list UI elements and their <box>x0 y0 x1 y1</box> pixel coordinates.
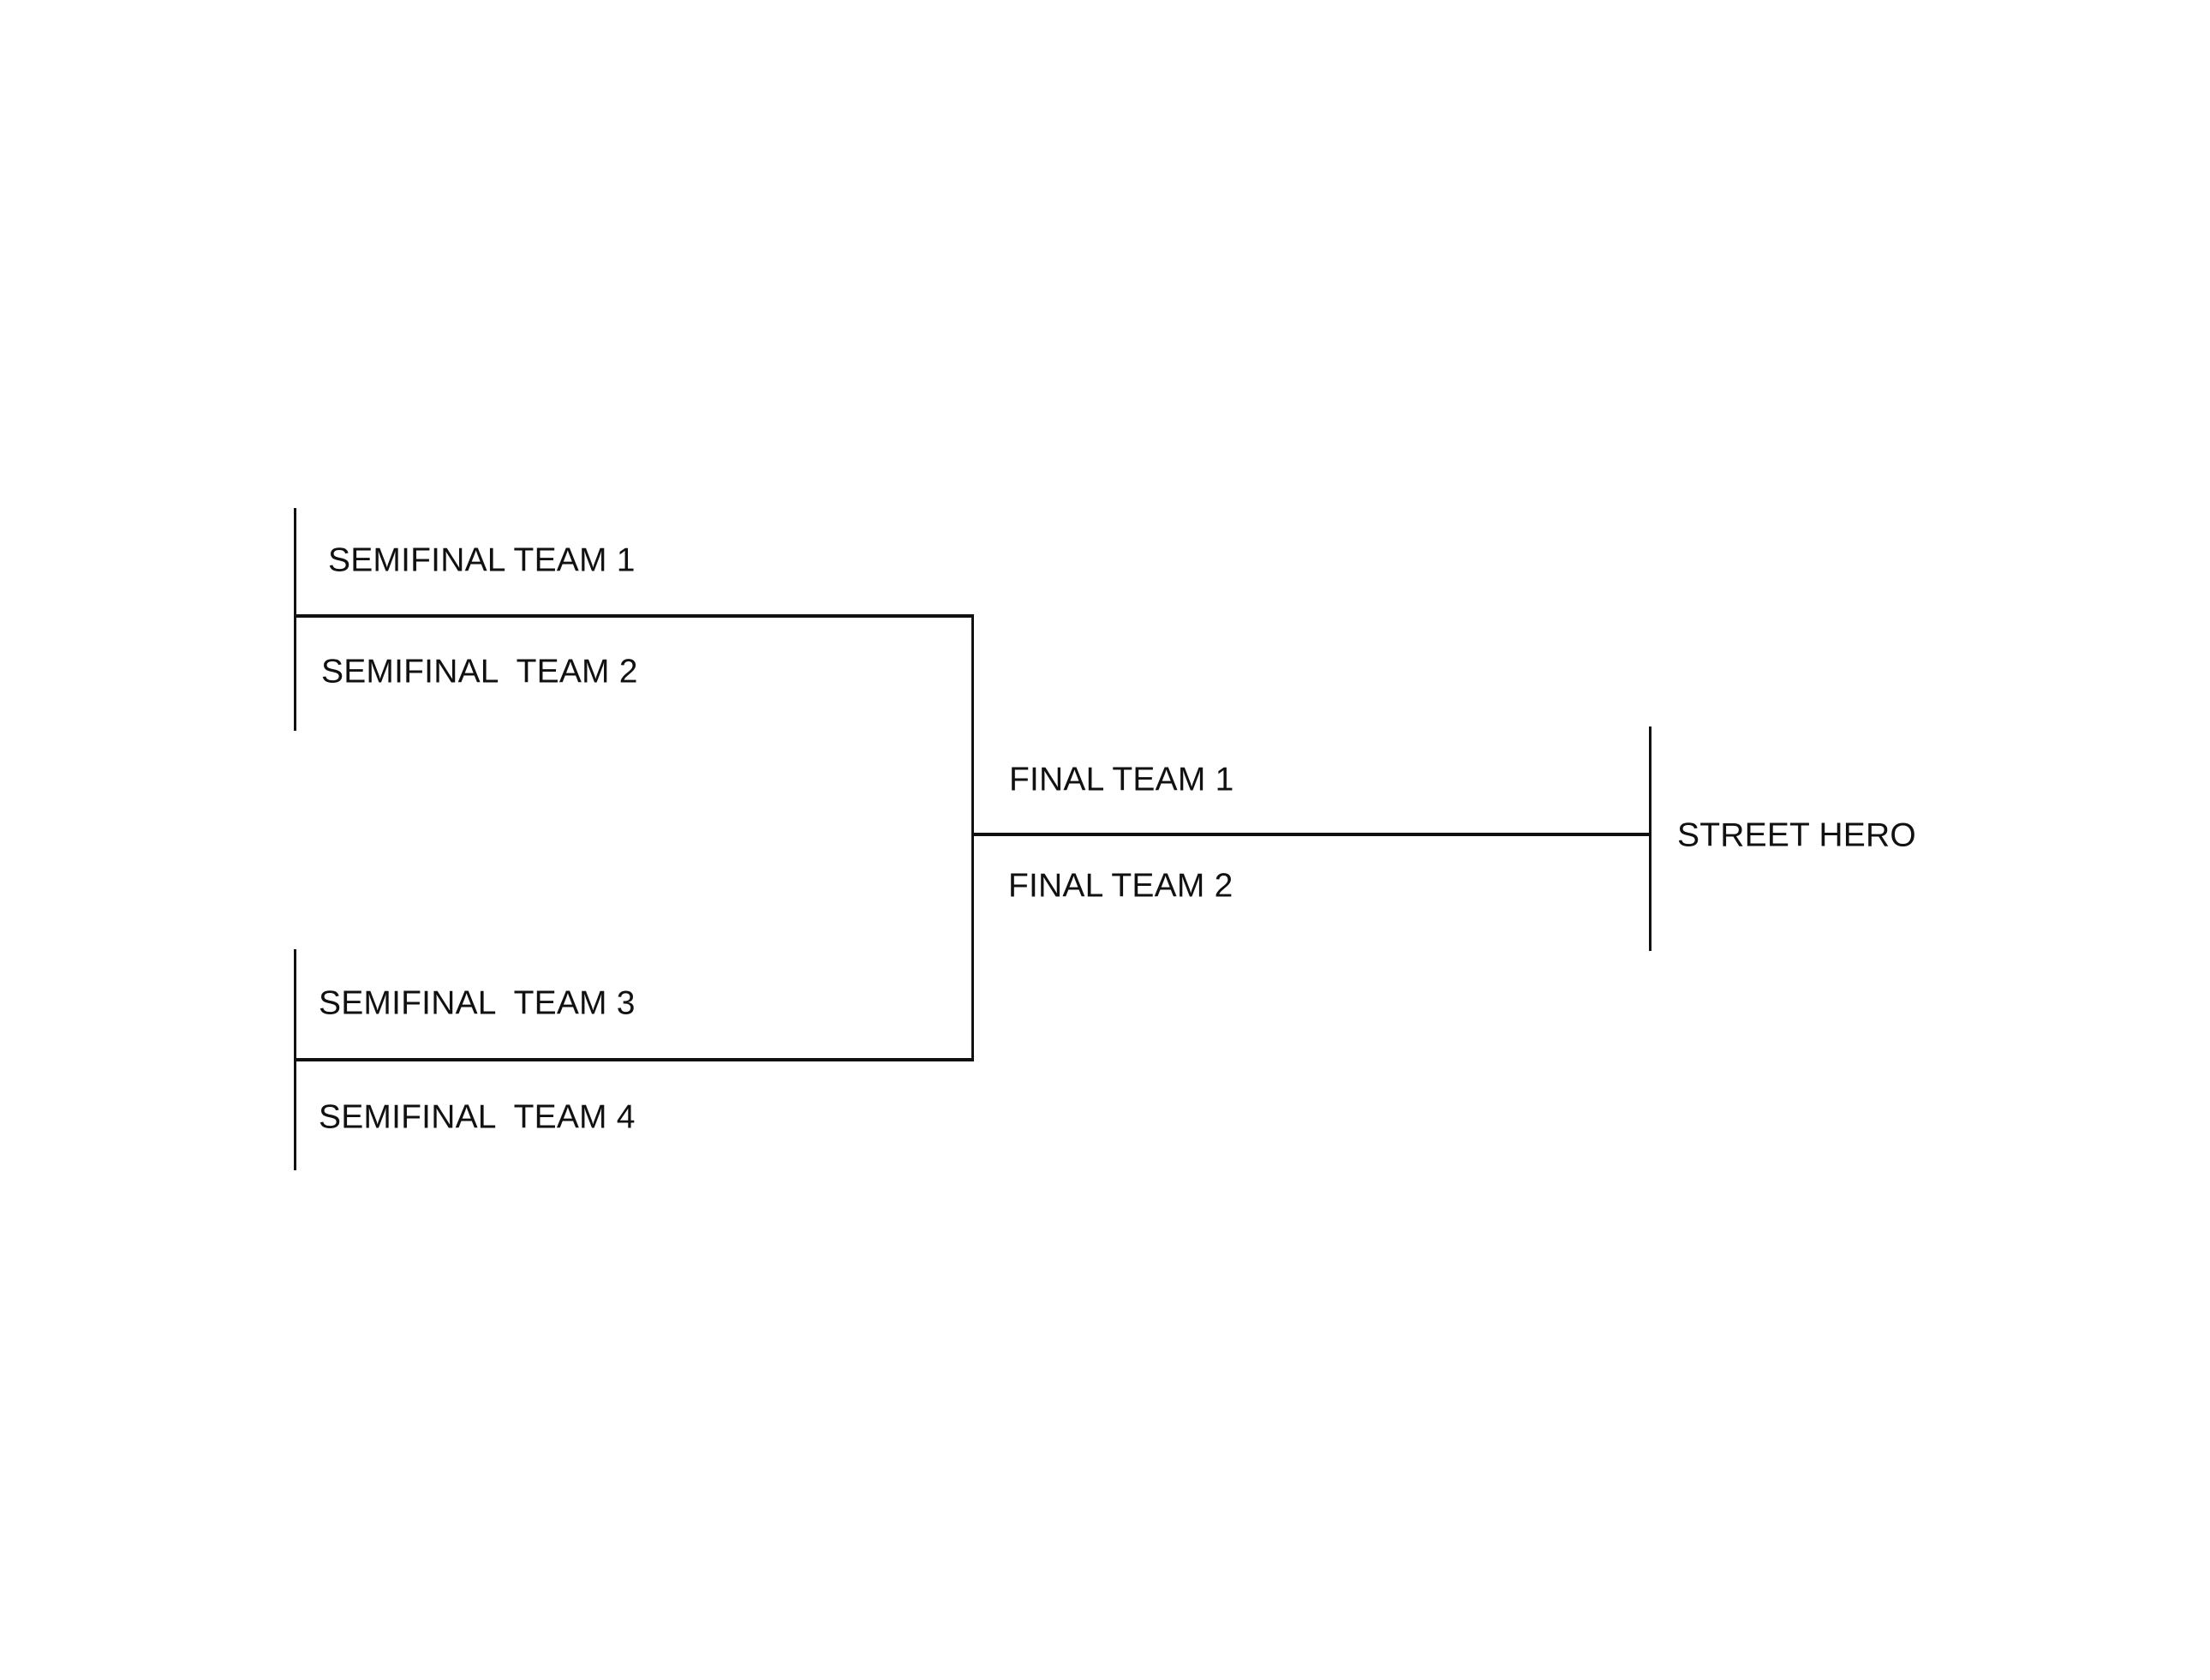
bracket-line-semifinal-bottom-horizontal <box>294 1058 974 1061</box>
bracket-line-final-vertical <box>971 614 974 1061</box>
team-label-semifinal-2: SEMIFINAL TEAM 2 <box>321 653 638 691</box>
team-label-semifinal-3: SEMIFINAL TEAM 3 <box>319 984 636 1022</box>
bracket-line-semifinal-top-horizontal <box>294 614 974 618</box>
team-label-semifinal-4: SEMIFINAL TEAM 4 <box>319 1098 636 1136</box>
bracket-line-winner-vertical <box>1649 726 1652 951</box>
bracket-line-semifinal-top-vertical <box>294 508 296 731</box>
team-label-final-2: FINAL TEAM 2 <box>1008 867 1233 905</box>
winner-label: STREET HERO <box>1677 816 1916 854</box>
bracket-line-final-horizontal <box>971 833 1651 836</box>
team-label-semifinal-1: SEMIFINAL TEAM 1 <box>328 541 636 579</box>
team-label-final-1: FINAL TEAM 1 <box>1009 761 1234 798</box>
